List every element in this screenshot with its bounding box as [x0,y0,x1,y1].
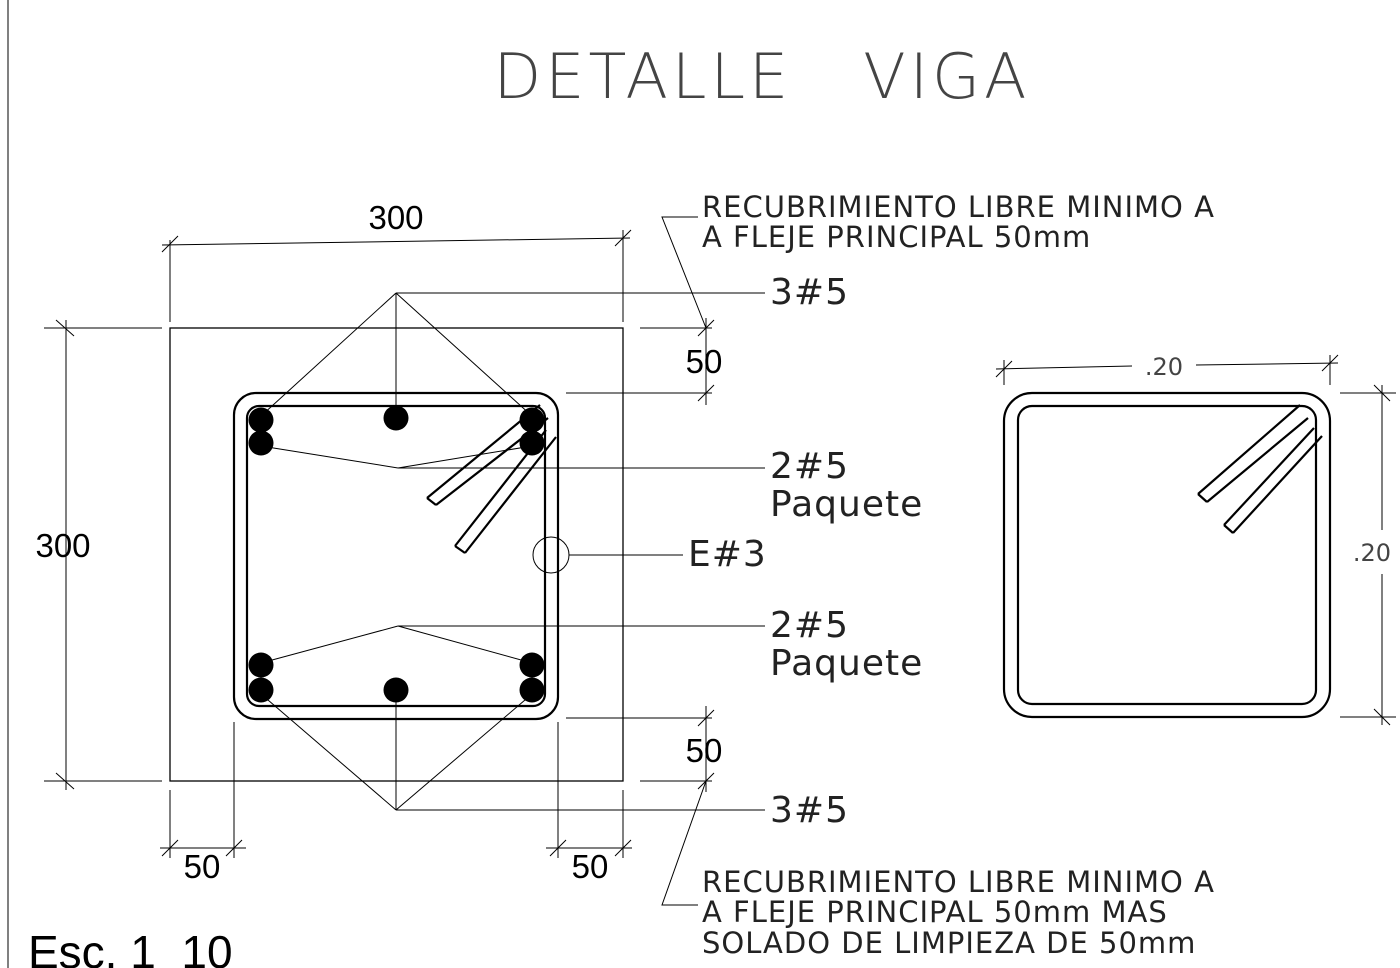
leader-note-bottom [661,780,707,906]
note-bottom-line2: A FLEJE PRINCIPAL 50mm MAS [702,895,1168,929]
label-bottom-bars: 3#5 [770,790,849,831]
note-bottom-line3: SOLADO DE LIMPIEZA DE 50mm [702,926,1196,960]
stirrup-detail-inner [1016,404,1318,706]
stirrup-detail-hook [1197,404,1323,534]
rebar-bars [248,405,545,703]
label-top-bars: 3#5 [770,272,849,313]
label-stirrup: E#3 [688,534,767,575]
dimension-bottom-left [160,722,246,858]
note-bottom-line1: RECUBRIMIENTO LIBRE MINIMO A [702,865,1215,899]
dimension-bottom-right [546,722,632,858]
stirrup-detail-outer [1002,391,1332,719]
dimension-detail-width [995,354,1339,385]
dim-bottom-left: 50 [184,848,221,885]
label-upper-bundle-word: Paquete [770,484,923,525]
leader-upper-bundle [260,445,765,469]
dim-side-bottom: 50 [686,732,723,769]
bar-bottom-right-1 [519,652,545,678]
stirrup-callout-circle [532,536,570,574]
dim-detail-width: .20 [1145,353,1183,381]
dimension-top-width [161,229,632,322]
leader-bottom-bars [260,693,765,811]
drawing-title: DETALLE VIGA [494,40,1031,113]
bar-bottom-center [383,677,409,703]
bar-top-center [383,405,409,431]
bar-top-left-2 [248,430,274,456]
label-upper-bundle-bars: 2#5 [770,446,849,487]
dimension-detail-height [1340,384,1396,726]
dimension-left-height [44,319,162,790]
note-top-line1: RECUBRIMIENTO LIBRE MINIMO A [702,190,1215,224]
bar-top-right-2 [519,430,545,456]
leader-top-bars [260,292,765,417]
stirrup-outer [232,391,560,721]
label-lower-bundle-word: Paquete [770,643,923,684]
dim-left-height: 300 [35,527,90,564]
bar-bottom-right-2 [519,677,545,703]
leader-lower-bundle [260,625,765,664]
dim-detail-height: .20 [1353,539,1391,567]
label-lower-bundle-bars: 2#5 [770,605,849,646]
drawing-scale: Esc. 1 10 [28,926,233,968]
dim-top-width: 300 [368,199,423,236]
leader-note-top [661,216,707,329]
bar-top-right-1 [519,407,545,433]
bar-bottom-left-1 [248,652,274,678]
bar-top-left-1 [248,407,274,433]
note-top-line2: A FLEJE PRINCIPAL 50mm [702,220,1091,254]
bar-bottom-left-2 [248,677,274,703]
dim-bottom-right: 50 [572,848,609,885]
dim-side-top: 50 [686,343,723,380]
